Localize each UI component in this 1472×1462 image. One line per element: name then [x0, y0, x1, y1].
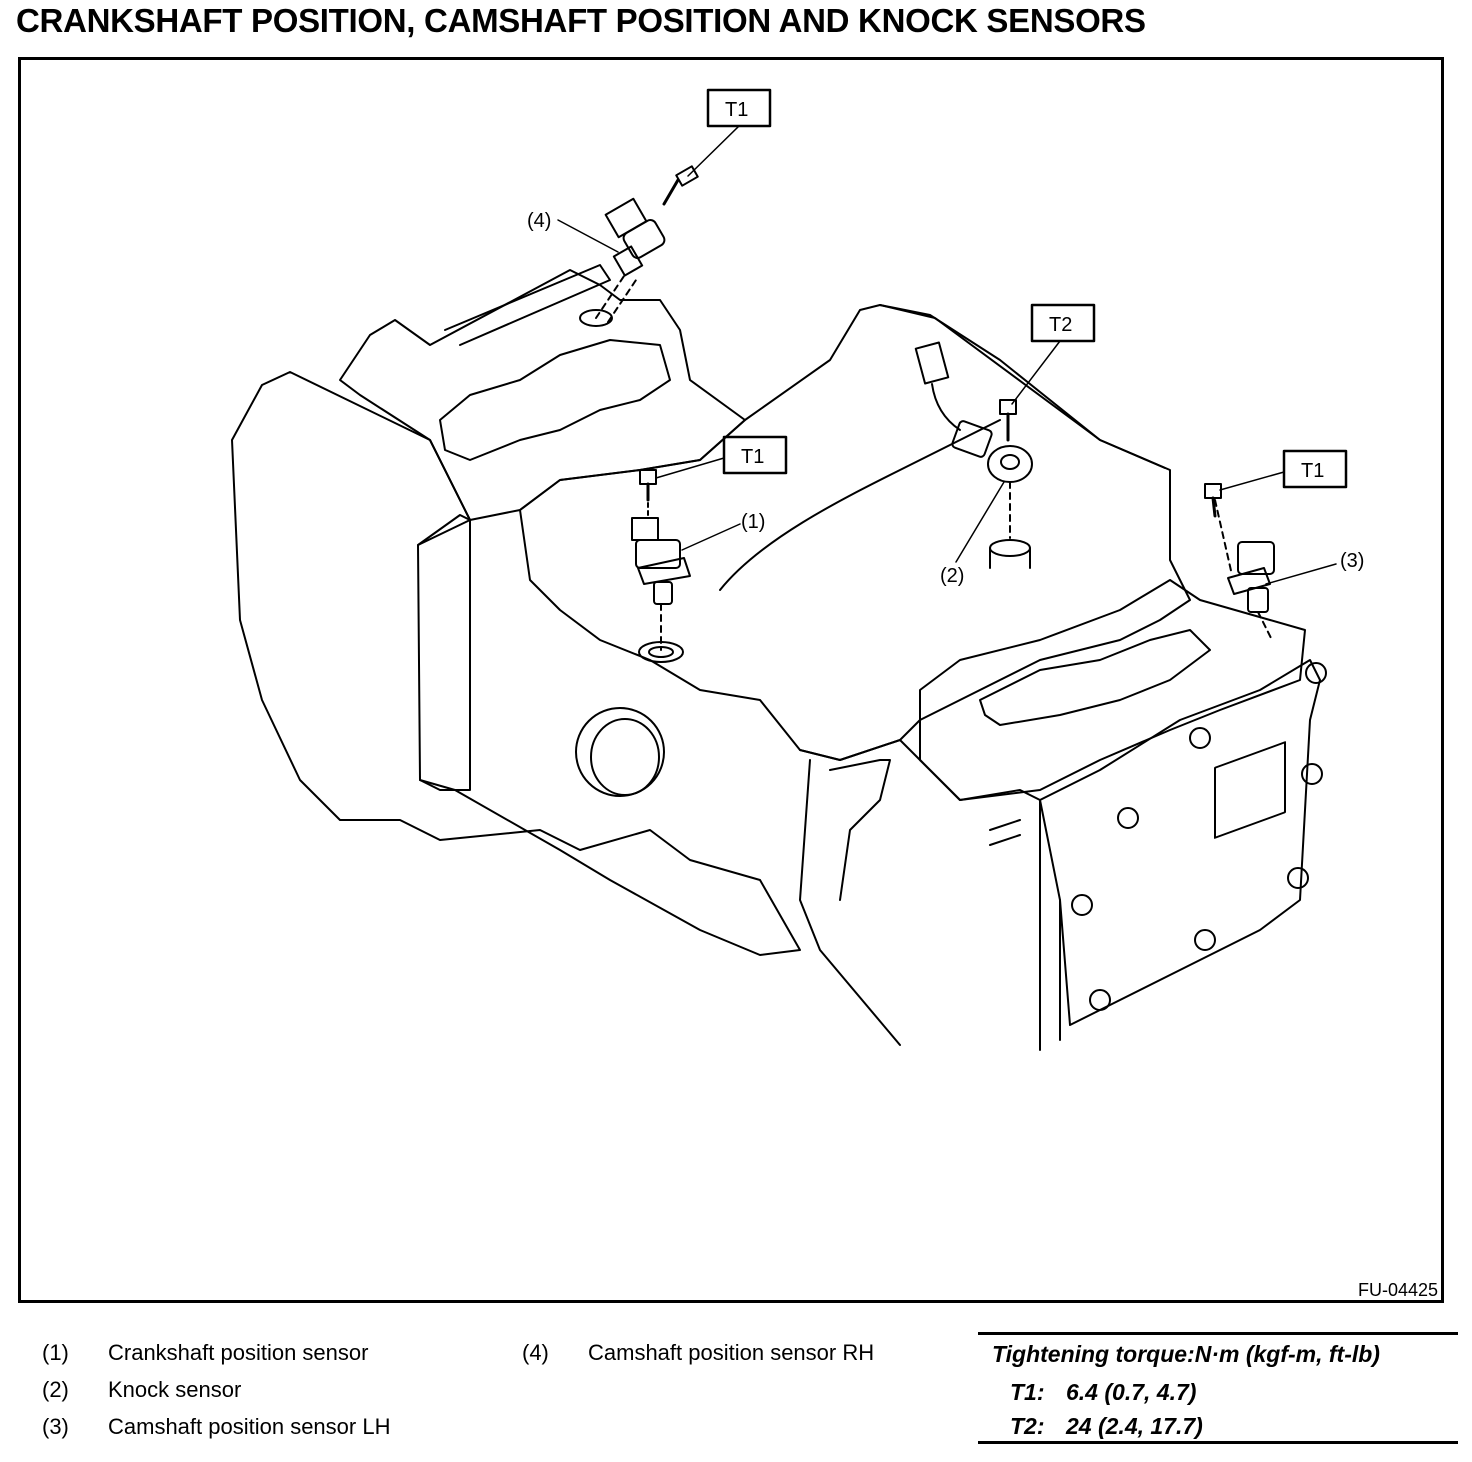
- tag-t1-mid: T1: [741, 446, 764, 468]
- torque-key: T2:: [1010, 1413, 1045, 1439]
- tag-box-t1-right: [1282, 449, 1348, 489]
- torque-row-t2: T2: 24 (2.4, 17.7): [1010, 1413, 1203, 1440]
- bolt-t1-right: [1204, 483, 1222, 518]
- leader-c4: [557, 219, 619, 253]
- bolt-t1-top: [662, 165, 699, 206]
- crankcase-seam: [719, 419, 1001, 591]
- legend-item-1: (1) Crankshaft position sensor: [42, 1340, 368, 1366]
- right-cover-window: [1214, 741, 1286, 839]
- right-cylinder-head: [919, 579, 1306, 801]
- legend-item-4: (4) Camshaft position sensor RH: [522, 1340, 874, 1366]
- callout-1: (1): [741, 511, 765, 533]
- crankcase-rib: [879, 304, 1166, 469]
- page-title: CRANKSHAFT POSITION, CAMSHAFT POSITION A…: [16, 2, 1146, 39]
- tag-box-t1-mid: [722, 435, 788, 475]
- bolt-t2: [999, 399, 1017, 442]
- lower-block-rib: [829, 759, 891, 901]
- leader-t1-top: [687, 125, 740, 177]
- camshaft-sensor-rh: [579, 197, 666, 327]
- crank-pulley-bore-inner: [590, 718, 660, 796]
- lower-block-left: [799, 759, 901, 1046]
- left-valve-cover: [439, 339, 671, 461]
- figure-id: FU-04425: [1357, 1280, 1438, 1300]
- leader-t2: [1011, 340, 1061, 405]
- bolt-c: [1305, 662, 1327, 684]
- crankcase: [519, 304, 1191, 761]
- legend-label: Crankshaft position sensor: [108, 1340, 369, 1365]
- legend-num: (4): [522, 1340, 549, 1365]
- bolt-t1-mid: [639, 469, 657, 502]
- tag-t1-right: T1: [1301, 460, 1324, 482]
- leader-c1: [681, 523, 741, 551]
- left-timing-cover: [231, 371, 801, 956]
- tag-t2: T2: [1049, 314, 1072, 336]
- legend-label: Camshaft position sensor LH: [108, 1414, 391, 1439]
- legend-num: (2): [42, 1377, 69, 1402]
- tag-t1-top: T1: [725, 99, 748, 121]
- legend-num: (3): [42, 1414, 69, 1439]
- pipe-stub: [989, 819, 1021, 846]
- torque-header: Tightening torque:N·m (kgf-m, ft-lb): [992, 1341, 1380, 1367]
- bolt-h: [1089, 989, 1111, 1011]
- leader-t1-right: [1219, 471, 1285, 491]
- leader-c2: [955, 481, 1005, 563]
- torque-row-t1: T1: 6.4 (0.7, 4.7): [1010, 1379, 1196, 1406]
- legend-item-2: (2) Knock sensor: [42, 1377, 241, 1403]
- torque-key: T1:: [1010, 1379, 1045, 1405]
- crank-pulley-bore: [575, 707, 665, 797]
- torque-value: 24 (2.4, 17.7): [1066, 1413, 1203, 1439]
- leader-c3: [1265, 563, 1337, 585]
- left-head-rib: [444, 264, 611, 346]
- callout-3: (3): [1340, 550, 1364, 572]
- torque-value: 6.4 (0.7, 4.7): [1066, 1379, 1197, 1405]
- knock-sensor: [914, 341, 1033, 569]
- callout-2: (2): [940, 565, 964, 587]
- bolt-b: [1189, 727, 1211, 749]
- left-cover-flange: [417, 514, 471, 791]
- bolt-e: [1287, 867, 1309, 889]
- bolt-g: [1194, 929, 1216, 951]
- tag-box-t2: [1030, 303, 1096, 343]
- lower-block: [799, 739, 1041, 1051]
- legend-label: Knock sensor: [108, 1377, 242, 1402]
- leader-t1-mid: [655, 457, 725, 479]
- bolt-d: [1301, 763, 1323, 785]
- left-cylinder-head: [339, 269, 746, 521]
- bolt-f: [1071, 894, 1093, 916]
- torque-table: Tightening torque:N·m (kgf-m, ft-lb) T1:…: [978, 1332, 1458, 1444]
- camshaft-sensor-lh: [1214, 499, 1275, 641]
- right-valve-cover: [979, 629, 1211, 726]
- legend-label: Camshaft position sensor RH: [588, 1340, 875, 1365]
- right-timing-cover: [1039, 659, 1321, 1026]
- legend-num: (1): [42, 1340, 69, 1365]
- crankshaft-sensor: [631, 494, 691, 663]
- diagram-frame: [18, 57, 1444, 1303]
- legend-item-3: (3) Camshaft position sensor LH: [42, 1414, 390, 1440]
- callout-4: (4): [527, 210, 551, 232]
- bolt-a: [1117, 807, 1139, 829]
